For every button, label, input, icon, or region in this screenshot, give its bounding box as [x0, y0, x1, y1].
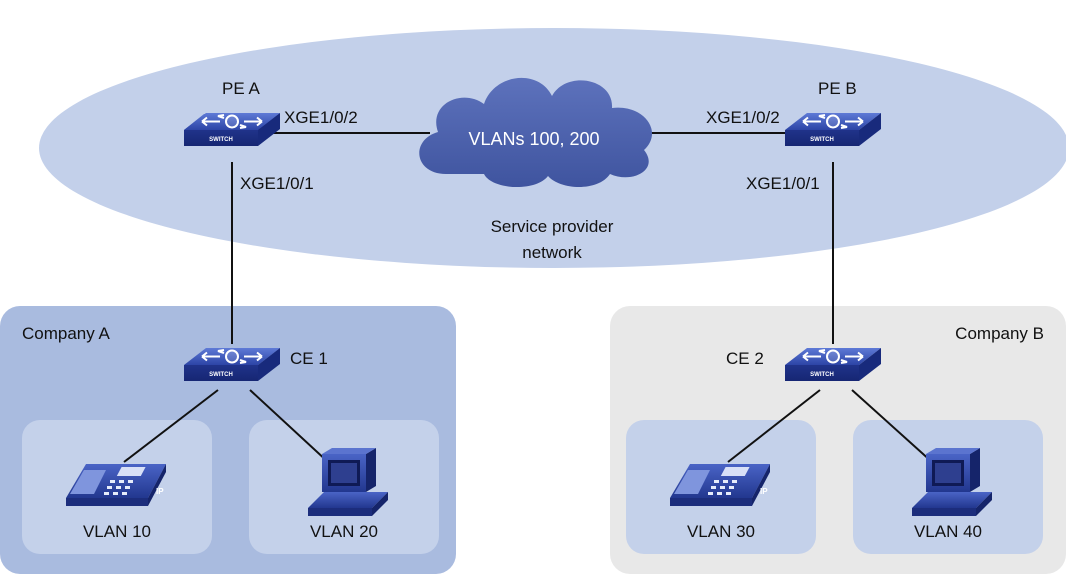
pe-b-name: PE B: [818, 79, 857, 98]
pe-a-switch-icon: SWITCH: [184, 113, 280, 146]
link-ce2-phone: [727, 389, 821, 463]
cloud-label: VLANs 100, 200: [468, 129, 599, 149]
vlan-30-label: VLAN 30: [687, 522, 755, 541]
ce-2-device-text: SWITCH: [810, 372, 834, 378]
link-ce2-pc: [851, 389, 933, 463]
provider-network-label-line2: network: [522, 243, 582, 262]
ce-2-name: CE 2: [726, 349, 764, 368]
ip-phone-icon: IP: [670, 464, 770, 506]
pe-a-uplink-port: XGE1/0/2: [284, 108, 358, 127]
vlan-40-label: VLAN 40: [914, 522, 982, 541]
pe-a-device-text: SWITCH: [209, 137, 233, 143]
ip-phone-icon: IP: [66, 464, 166, 506]
phone-ip-badge-b: IP: [760, 487, 768, 496]
ce-2-switch-icon: SWITCH: [785, 348, 881, 381]
ce-1-switch-icon: SWITCH: [184, 348, 280, 381]
link-ce1-phone: [123, 389, 219, 463]
pe-b-switch-icon: SWITCH: [785, 113, 881, 146]
company-a-name: Company A: [22, 324, 111, 343]
pc-icon: [912, 448, 992, 516]
ce-1-device-text: SWITCH: [209, 372, 233, 378]
vlan-10-label: VLAN 10: [83, 522, 151, 541]
pc-icon: [308, 448, 388, 516]
company-b-name: Company B: [955, 324, 1044, 343]
cloud-icon: [419, 77, 653, 188]
provider-network-label-line1: Service provider: [491, 217, 614, 236]
ce-1-name: CE 1: [290, 349, 328, 368]
phone-ip-badge-a: IP: [156, 487, 164, 496]
pe-b-downlink-port: XGE1/0/1: [746, 174, 820, 193]
pe-b-device-text: SWITCH: [810, 137, 834, 143]
vlan-20-label: VLAN 20: [310, 522, 378, 541]
pe-b-uplink-port: XGE1/0/2: [706, 108, 780, 127]
pe-a-name: PE A: [222, 79, 260, 98]
pe-a-downlink-port: XGE1/0/1: [240, 174, 314, 193]
link-ce1-pc: [249, 389, 329, 463]
